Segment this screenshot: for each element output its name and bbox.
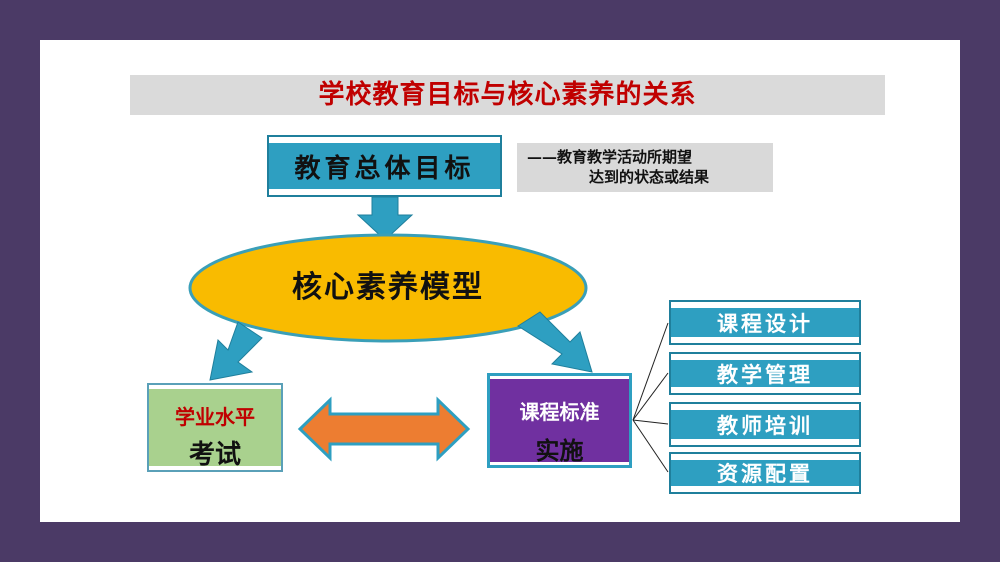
- item-label: 教师培训: [717, 412, 813, 438]
- exam-box: 学业水平 考试: [147, 383, 283, 472]
- exam-line-1: 学业水平: [175, 405, 255, 429]
- education-goal-label: 教育总体目标: [294, 153, 475, 184]
- double-arrow: [297, 396, 471, 462]
- down-arrow: [356, 196, 414, 241]
- item-label: 课程设计: [717, 310, 813, 336]
- item-label: 资源配置: [717, 461, 813, 486]
- core-model-ellipse: [188, 233, 588, 343]
- connector-lines: [632, 322, 669, 473]
- goal-note: ——教育教学活动所期望 达到的状态或结果: [517, 143, 773, 192]
- exam-line-2: 考试: [188, 440, 241, 470]
- note-line-2: 达到的状态或结果: [589, 168, 710, 186]
- left-down-arrow: [209, 321, 263, 381]
- standard-line-1: 课程标准: [519, 400, 600, 424]
- curriculum-standard-box: 课程标准 实施: [487, 373, 632, 468]
- standard-line-2: 实施: [535, 436, 584, 465]
- item-curriculum-design: 课程设计: [669, 300, 861, 345]
- item-label: 教学管理: [717, 361, 813, 387]
- note-line-1: ——教育教学活动所期望: [527, 148, 693, 166]
- core-model-label: 核心素养模型: [292, 270, 484, 305]
- item-teacher-training: 教师培训: [669, 402, 861, 447]
- item-teaching-management: 教学管理: [669, 352, 861, 395]
- slide-title: 学校教育目标与核心素养的关系: [130, 75, 885, 115]
- education-goal-box: 教育总体目标: [267, 135, 502, 197]
- item-resource-allocation: 资源配置: [669, 452, 861, 494]
- right-down-arrow: [517, 311, 593, 373]
